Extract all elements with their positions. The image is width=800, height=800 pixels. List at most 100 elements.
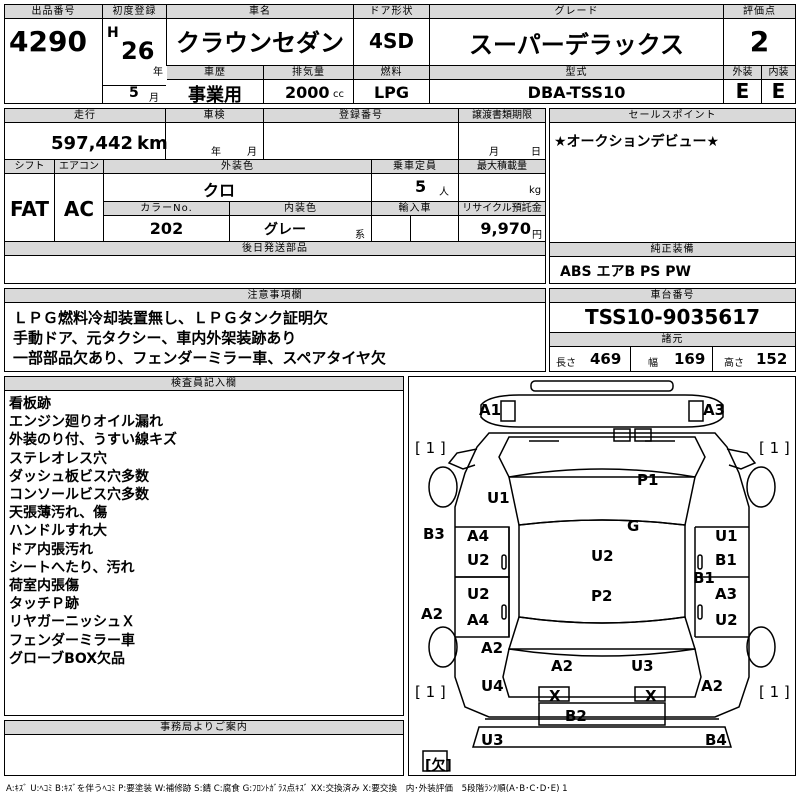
inspector-notes-list: 看板跡 エンジン廻りオイル漏れ 外装のり付、うすい線キズ ステレオレス穴 ダッシ… (9, 395, 177, 668)
capacity-value: 5 (415, 177, 427, 196)
inspection-month-unit: 月 (247, 147, 257, 158)
score-value: 2 (749, 25, 770, 58)
score-header: 評価点 (724, 5, 795, 19)
exterior-header: 外装 (724, 66, 761, 80)
first-reg-header: 初度登録 (103, 5, 166, 19)
inspector-note: フェンダーミラー車 (9, 632, 135, 649)
model-code: DBA-TSS10 (527, 83, 626, 102)
recycle-header: リサイクル預託金 (459, 202, 545, 216)
capacity-unit: 人 (439, 187, 449, 198)
fuel-header: 燃料 (354, 66, 429, 80)
length-value: 469 (590, 350, 622, 368)
damage-label-left-pillar-b3: B3 (423, 525, 445, 543)
caution-line-1: ＬＰＧ燃料冷却装置無し、ＬＰＧタンク証明欠 (13, 309, 329, 327)
damage-label-right-rear-door-a3: A3 (715, 585, 738, 603)
damage-code-legend: A:ｷｽﾞ U:ﾍｺﾐ B:ｷｽﾞを伴うﾍｺﾐ P:要塗装 W:補修跡 S:錆 … (6, 784, 568, 794)
fuel-type: LPG (373, 83, 410, 102)
inspector-notes-box: 検査員記入欄 看板跡 エンジン廻りオイル漏れ 外装のり付、うすい線キズ ステレオ… (4, 376, 404, 716)
aircon-value: AC (63, 197, 95, 221)
chassis-no-value: TSS10-9035617 (584, 305, 761, 329)
specs-header: 諸元 (550, 333, 795, 347)
grade-name: スーパーデラックス (468, 31, 685, 59)
caution-line-3: 一部部品欠あり、フェンダーミラー車、スペアタイヤ欠 (13, 349, 386, 367)
inspector-note: コンソールビス穴多数 (9, 487, 149, 504)
inspector-note: グローブBOX欠品 (9, 650, 126, 667)
damage-diagram-box: [ 1 ] [ 1 ] [ 1 ] [ 1 ] [欠] A1 A3 P1 U1 … (408, 376, 796, 776)
inspector-header: 検査員記入欄 (5, 377, 403, 391)
inspector-note: ダッシュ板ビス穴多数 (9, 468, 149, 485)
tire-mark-rear-right: [ 1 ] (759, 683, 790, 701)
tire-mark-rear-left: [ 1 ] (415, 683, 446, 701)
deadline-day-unit: 日 (531, 147, 541, 158)
tire-mark-front-left: [ 1 ] (415, 439, 446, 457)
caution-box: 注意事項欄 ＬＰＧ燃料冷却装置無し、ＬＰＧタンク証明欠 手動ドア、元タクシー、車… (4, 288, 546, 372)
length-label: 長さ (556, 358, 576, 369)
registration-year: 26 (121, 37, 155, 65)
inspector-note: エンジン廻りオイル漏れ (9, 414, 163, 431)
exterior-grade: E (735, 79, 750, 103)
inspector-note: ドア内張汚れ (9, 541, 93, 558)
max-load-header: 最大積載量 (459, 160, 545, 174)
damage-label-left-rear-door-a4: A4 (467, 611, 490, 629)
inspector-note: 外装のり付、うすい線キズ (9, 432, 177, 449)
registration-month: 5 (129, 85, 139, 101)
caution-line-2: 手動ドア、元タクシー、車内外架装跡あり (13, 329, 297, 347)
damage-label-right-fender-u1: U1 (715, 527, 738, 545)
damage-label-roof-u2: U2 (591, 547, 614, 565)
aircon-header: エアコン (55, 160, 103, 174)
inspector-note: 荷室内張傷 (9, 578, 79, 595)
damage-label-trunk-u3: U3 (631, 657, 654, 675)
car-name-header: 車名 (167, 5, 353, 19)
spare-tire-mark: [欠] (425, 758, 452, 774)
month-unit: 月 (149, 93, 159, 104)
interior-header: 内装 (762, 66, 795, 80)
sales-point-text: ★オークションデビュー★ (554, 134, 720, 150)
mileage-unit: km (137, 133, 168, 154)
damage-label-lamp-right-x: X (645, 687, 657, 705)
chassis-no-header: 車台番号 (550, 289, 795, 303)
inspector-note: ステレオレス穴 (9, 450, 107, 467)
year-unit: 年 (153, 67, 163, 78)
int-color-header: 内装色 (230, 202, 371, 216)
height-label: 高さ (724, 358, 744, 369)
shift-header: シフト (5, 160, 54, 174)
int-color-value: グレー (264, 222, 306, 238)
car-name: クラウンセダン (176, 29, 344, 57)
lot-number: 4290 (9, 25, 87, 58)
door-header: ドア形状 (354, 5, 429, 19)
lot-no-header: 出品番号 (5, 5, 102, 19)
model-header: 型式 (430, 66, 723, 80)
later-parts-header: 後日発送部品 (5, 242, 545, 256)
vehicle-history: 事業用 (188, 85, 242, 106)
caution-header: 注意事項欄 (5, 289, 545, 303)
car-outline-diagram (422, 380, 776, 772)
vehicle-details-table: 走行 車検 登録番号 譲渡書類期限 597,442 km 年 月 月 日 シフト… (4, 108, 546, 284)
vehicle-summary-table: 出品番号 初度登録 車名 ドア形状 グレード 評価点 4290 H 26 年 ク… (4, 4, 796, 106)
damage-label-lamp-left-x: X (549, 687, 561, 705)
grade-header: グレード (430, 5, 723, 19)
damage-label-left-quarter-a2: A2 (481, 639, 504, 657)
damage-label-right-rear-door-u2: U2 (715, 611, 738, 629)
damage-label-hood-p1: P1 (637, 471, 659, 489)
damage-label-left-rear-door-u2: U2 (467, 585, 490, 603)
damage-label-windshield-g: G (627, 517, 640, 535)
tire-mark-front-right: [ 1 ] (759, 439, 790, 457)
width-value: 169 (674, 350, 706, 368)
office-notice-header: 事務局よりご案内 (5, 721, 403, 735)
inspector-note: タッチＰ跡 (9, 596, 79, 613)
recycle-unit: 円 (532, 230, 542, 241)
damage-label-bumper-b2: B2 (565, 707, 587, 725)
ext-color-header: 外装色 (104, 160, 371, 174)
damage-label-right-pillar-b1: B1 (693, 569, 715, 587)
sales-point-box: セールスポイント ★オークションデビュー★ 純正装備 ABS エアB PS PW (549, 108, 796, 284)
width-label: 幅 (648, 358, 658, 369)
history-header: 車歴 (167, 66, 263, 80)
recycle-value: 9,970 (480, 219, 531, 238)
damage-label-left-front-door-a4: A4 (467, 527, 490, 545)
color-no-header: カラーNo. (104, 202, 229, 216)
reg-no-header: 登録番号 (264, 109, 458, 123)
damage-label-roof-p2: P2 (591, 587, 613, 605)
height-value: 152 (756, 350, 788, 368)
inspection-header: 車検 (166, 109, 263, 123)
damage-label-trunk-a2: A2 (551, 657, 574, 675)
